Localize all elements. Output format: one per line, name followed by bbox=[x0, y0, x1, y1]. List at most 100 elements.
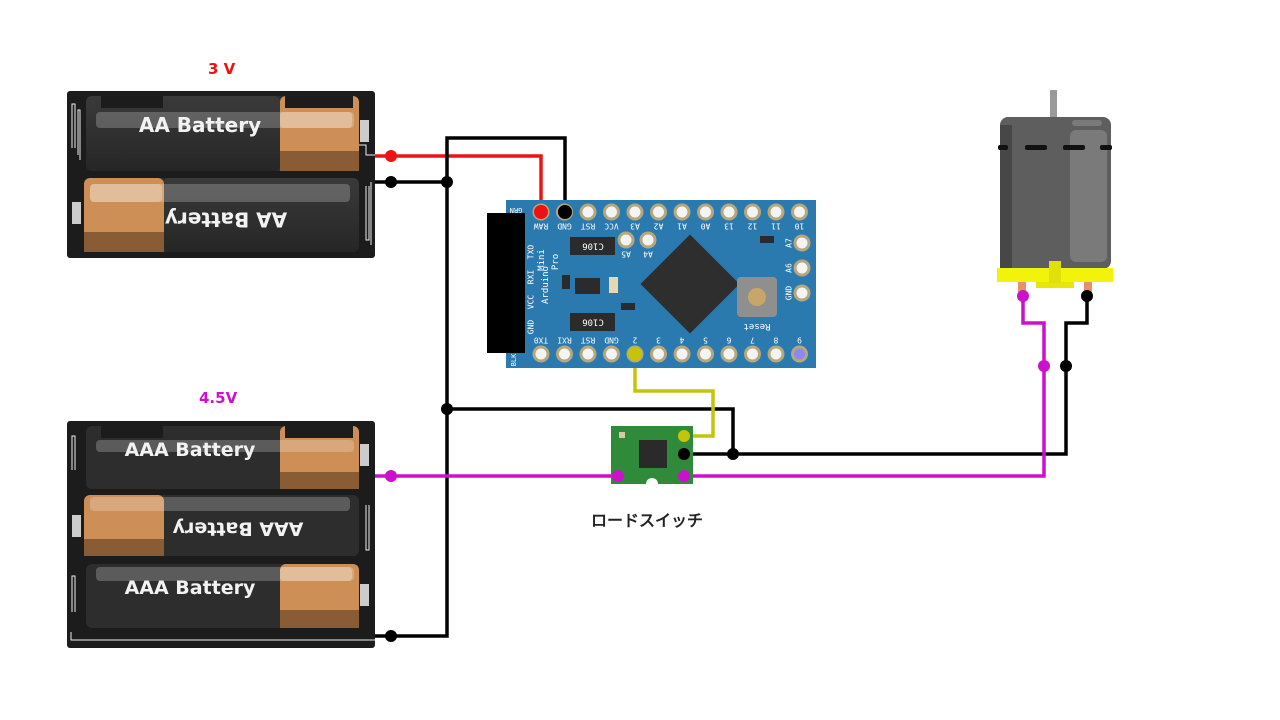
pin-label-top-a2: A2 bbox=[654, 222, 664, 231]
label-load-switch: ロードスイッチ bbox=[591, 511, 704, 530]
aa-label-2: AA Battery bbox=[165, 208, 287, 232]
pin-2-connection bbox=[628, 347, 642, 361]
ftdi-label-gnd: GND bbox=[527, 320, 536, 335]
pin-inner-a4[interactable] bbox=[639, 231, 657, 249]
label-4-5v: 4.5V bbox=[199, 389, 238, 407]
pin-top-13[interactable] bbox=[720, 203, 738, 221]
pin-top-12[interactable] bbox=[744, 203, 761, 221]
pin-bottom-rst[interactable] bbox=[579, 345, 597, 363]
pin-label-top-a1: A1 bbox=[677, 222, 687, 231]
pin-label-inner-a4: A4 bbox=[643, 250, 653, 259]
pin-label-bottom-9: 9 bbox=[797, 336, 802, 345]
pin-top-vcc[interactable] bbox=[603, 203, 620, 221]
load-switch-module bbox=[611, 426, 693, 490]
pin-bottom-7[interactable] bbox=[744, 345, 761, 363]
aaa-label-1: AAA Battery bbox=[125, 439, 256, 461]
pin-label-bottom-2: 2 bbox=[632, 336, 637, 345]
pin-label-top-vcc: VCC bbox=[604, 222, 619, 231]
aa-label-1: AA Battery bbox=[139, 113, 261, 137]
pin-raw-connection bbox=[534, 205, 548, 219]
pin-label-bottom-7: 7 bbox=[750, 336, 755, 345]
switch-pin-gnd[interactable] bbox=[678, 448, 690, 460]
pin-bottom-gnd[interactable] bbox=[603, 345, 620, 363]
pin-label-right-a6: A6 bbox=[785, 263, 794, 273]
wire-red-raw bbox=[375, 154, 543, 212]
pin-bottom-tx0[interactable] bbox=[532, 345, 550, 363]
aaa-battery-cell-1: AAA Battery bbox=[86, 426, 369, 489]
aa-battery-cell-2: AA Battery bbox=[72, 178, 359, 252]
switch-pin-vout[interactable] bbox=[678, 470, 690, 482]
dc-motor bbox=[997, 90, 1113, 292]
pin-bottom-9[interactable] bbox=[791, 345, 808, 363]
pin-bottom-5[interactable] bbox=[697, 345, 714, 363]
board-name-line2: Pro bbox=[551, 254, 561, 270]
label-3v: 3 V bbox=[208, 60, 236, 78]
svg-text:Arduino: Arduino bbox=[541, 266, 551, 304]
aaa-label-2: AAA Battery bbox=[172, 518, 303, 540]
pin-bottom-rxi[interactable] bbox=[556, 345, 573, 363]
pin-top-a3[interactable] bbox=[626, 203, 644, 221]
pin-label-bottom-4: 4 bbox=[679, 336, 684, 345]
pin-gnd-connection bbox=[558, 205, 572, 219]
pin-bottom-6[interactable] bbox=[720, 345, 738, 363]
pin-label-right-gnd: GND bbox=[785, 286, 794, 301]
wires bbox=[375, 136, 1089, 638]
aaa-battery-cell-3: AAA Battery bbox=[86, 564, 369, 628]
ftdi-label-txo: TXO bbox=[527, 245, 536, 260]
pin-top-11[interactable] bbox=[767, 203, 785, 221]
cap-label-2: C106 bbox=[582, 317, 604, 327]
junction-dots bbox=[385, 150, 1093, 642]
ftdi-label-vcc: VCC bbox=[527, 295, 536, 310]
pin-label-top-12: 12 bbox=[748, 222, 758, 231]
pin-bottom-8[interactable] bbox=[767, 345, 785, 363]
aa-battery-cell-1: AA Battery bbox=[86, 96, 369, 171]
pin-label-bottom-rxi: RXI bbox=[557, 336, 572, 345]
arduino-pro-mini: Reset C106 C106 Arduino Pro Mini GRN BLK… bbox=[487, 200, 816, 368]
pin-label-bottom-6: 6 bbox=[726, 336, 731, 345]
pin-bottom-3[interactable] bbox=[650, 345, 667, 363]
pin-label-bottom-3: 3 bbox=[656, 336, 661, 345]
pin-label-bottom-gnd: GND bbox=[604, 336, 619, 345]
pin-right-a6[interactable] bbox=[793, 259, 811, 277]
pin-label-top-13: 13 bbox=[724, 222, 734, 231]
cap-label-1: C106 bbox=[582, 241, 604, 251]
corner-blk: BLK bbox=[510, 353, 518, 366]
pin-label-top-raw: RAW bbox=[534, 222, 549, 231]
pin-right-gnd[interactable] bbox=[793, 284, 811, 302]
wire-magenta-motor bbox=[684, 290, 1046, 478]
pin-top-a1[interactable] bbox=[673, 203, 691, 221]
pin-top-a2[interactable] bbox=[650, 203, 667, 221]
wire-black-switch-gnd bbox=[447, 407, 735, 456]
pin-top-a0[interactable] bbox=[697, 203, 714, 221]
pin-label-bottom-5: 5 bbox=[703, 336, 708, 345]
aaa-label-3: AAA Battery bbox=[125, 577, 256, 599]
ftdi-label-rxi: RXI bbox=[527, 270, 536, 285]
pin-top-10[interactable] bbox=[791, 203, 808, 221]
aaa-battery-cell-2: AAA Battery bbox=[72, 495, 359, 556]
pin-label-inner-a5: A5 bbox=[621, 250, 631, 259]
wire-black-motor bbox=[733, 290, 1089, 456]
pin-label-top-a0: A0 bbox=[701, 222, 711, 231]
pin-inner-a5[interactable] bbox=[617, 231, 635, 249]
switch-pin-vin[interactable] bbox=[612, 470, 624, 482]
reset-label: Reset bbox=[743, 321, 770, 331]
pin-label-top-11: 11 bbox=[771, 222, 781, 231]
pin-label-bottom-rst: RST bbox=[581, 336, 596, 345]
pin-label-bottom-tx0: TX0 bbox=[534, 336, 549, 345]
pin-bottom-4[interactable] bbox=[673, 345, 691, 363]
pin-top-rst[interactable] bbox=[579, 203, 597, 221]
pin-label-top-rst: RST bbox=[581, 222, 596, 231]
aaa-battery-holder: AAA Battery AAA Battery AAA Battery bbox=[67, 421, 375, 648]
pin-label-bottom-8: 8 bbox=[773, 336, 778, 345]
board-name-line1: Arduino bbox=[541, 266, 551, 304]
corner-grn: GRN bbox=[510, 206, 523, 214]
board-name-line3: Mini bbox=[537, 249, 547, 271]
pin-right-a7[interactable] bbox=[793, 234, 811, 252]
pin-label-right-a7: A7 bbox=[785, 238, 794, 248]
switch-pin-on[interactable] bbox=[678, 430, 690, 442]
aa-battery-holder: AA Battery AA Battery bbox=[67, 91, 375, 258]
wire-black-gnd-arduino bbox=[375, 136, 567, 638]
pin-label-top-a3: A3 bbox=[630, 222, 640, 231]
